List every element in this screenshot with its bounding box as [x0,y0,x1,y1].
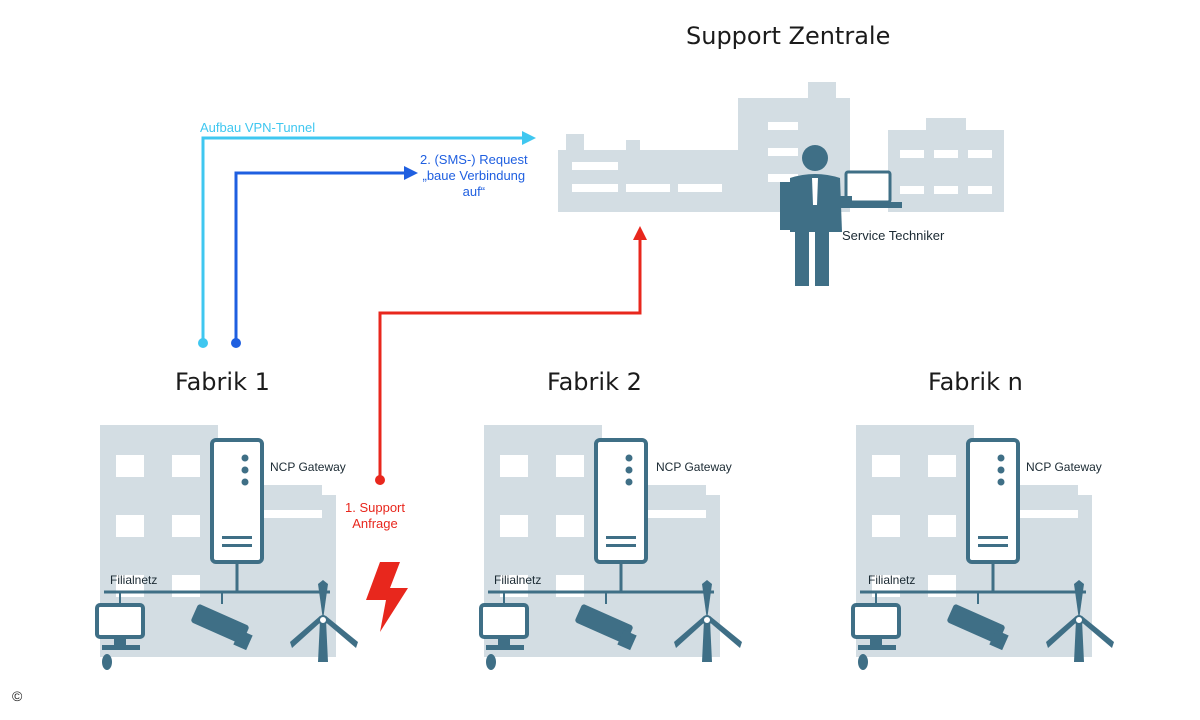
gateway-label: NCP Gateway [270,460,346,474]
sms-label-line-3: auf“ [462,184,486,199]
computer-icon [479,603,529,670]
support-request-arrow [375,226,647,485]
copyright-mark: © [12,688,23,704]
gateway-label: NCP Gateway [1026,460,1102,474]
vpn-tunnel-label: Aufbau VPN-Tunnel [200,120,316,135]
factories-layer [95,425,1114,670]
security-camera-icon [947,604,1009,651]
factory-title: Fabrik 1 [175,368,270,396]
factory-scene [851,425,1114,670]
computer-icon [851,603,901,670]
technician-icon [780,145,902,286]
sms-label-line-2: „baue Verbindung [422,168,526,183]
sms-request-arrow [231,166,418,348]
computer-icon [95,603,145,670]
wind-turbine-icon [1046,580,1114,662]
network-label: Filialnetz [868,573,916,587]
hq-buildings [558,82,1004,212]
sms-label-line-1: 2. (SMS-) Request [420,152,528,167]
lightning-icon [366,562,408,632]
wind-turbine-icon [674,580,742,662]
factory-title: Fabrik n [928,368,1023,396]
support-center-title: Support Zentrale [686,22,891,50]
wind-turbine-icon [290,580,358,662]
vpn-tunnel-arrow [198,131,536,348]
gateway-server-icon [966,438,1020,592]
sms-request-label: 2. (SMS-) Request „baue Verbindung auf“ [420,152,528,200]
technician-label: Service Techniker [842,228,945,243]
gateway-server-icon [594,438,648,592]
support-label-line-1: 1. Support [345,500,405,515]
security-camera-icon [575,604,637,651]
support-label-line-2: Anfrage [352,516,398,531]
gateway-label: NCP Gateway [656,460,732,474]
security-camera-icon [191,604,253,651]
network-label: Filialnetz [110,573,158,587]
support-request-label: 1. Support Anfrage [345,500,405,532]
factory-title: Fabrik 2 [547,368,642,396]
factory-scene [479,425,742,670]
gateway-server-icon [210,438,264,592]
factory-scene [95,425,358,670]
network-label: Filialnetz [494,573,542,587]
